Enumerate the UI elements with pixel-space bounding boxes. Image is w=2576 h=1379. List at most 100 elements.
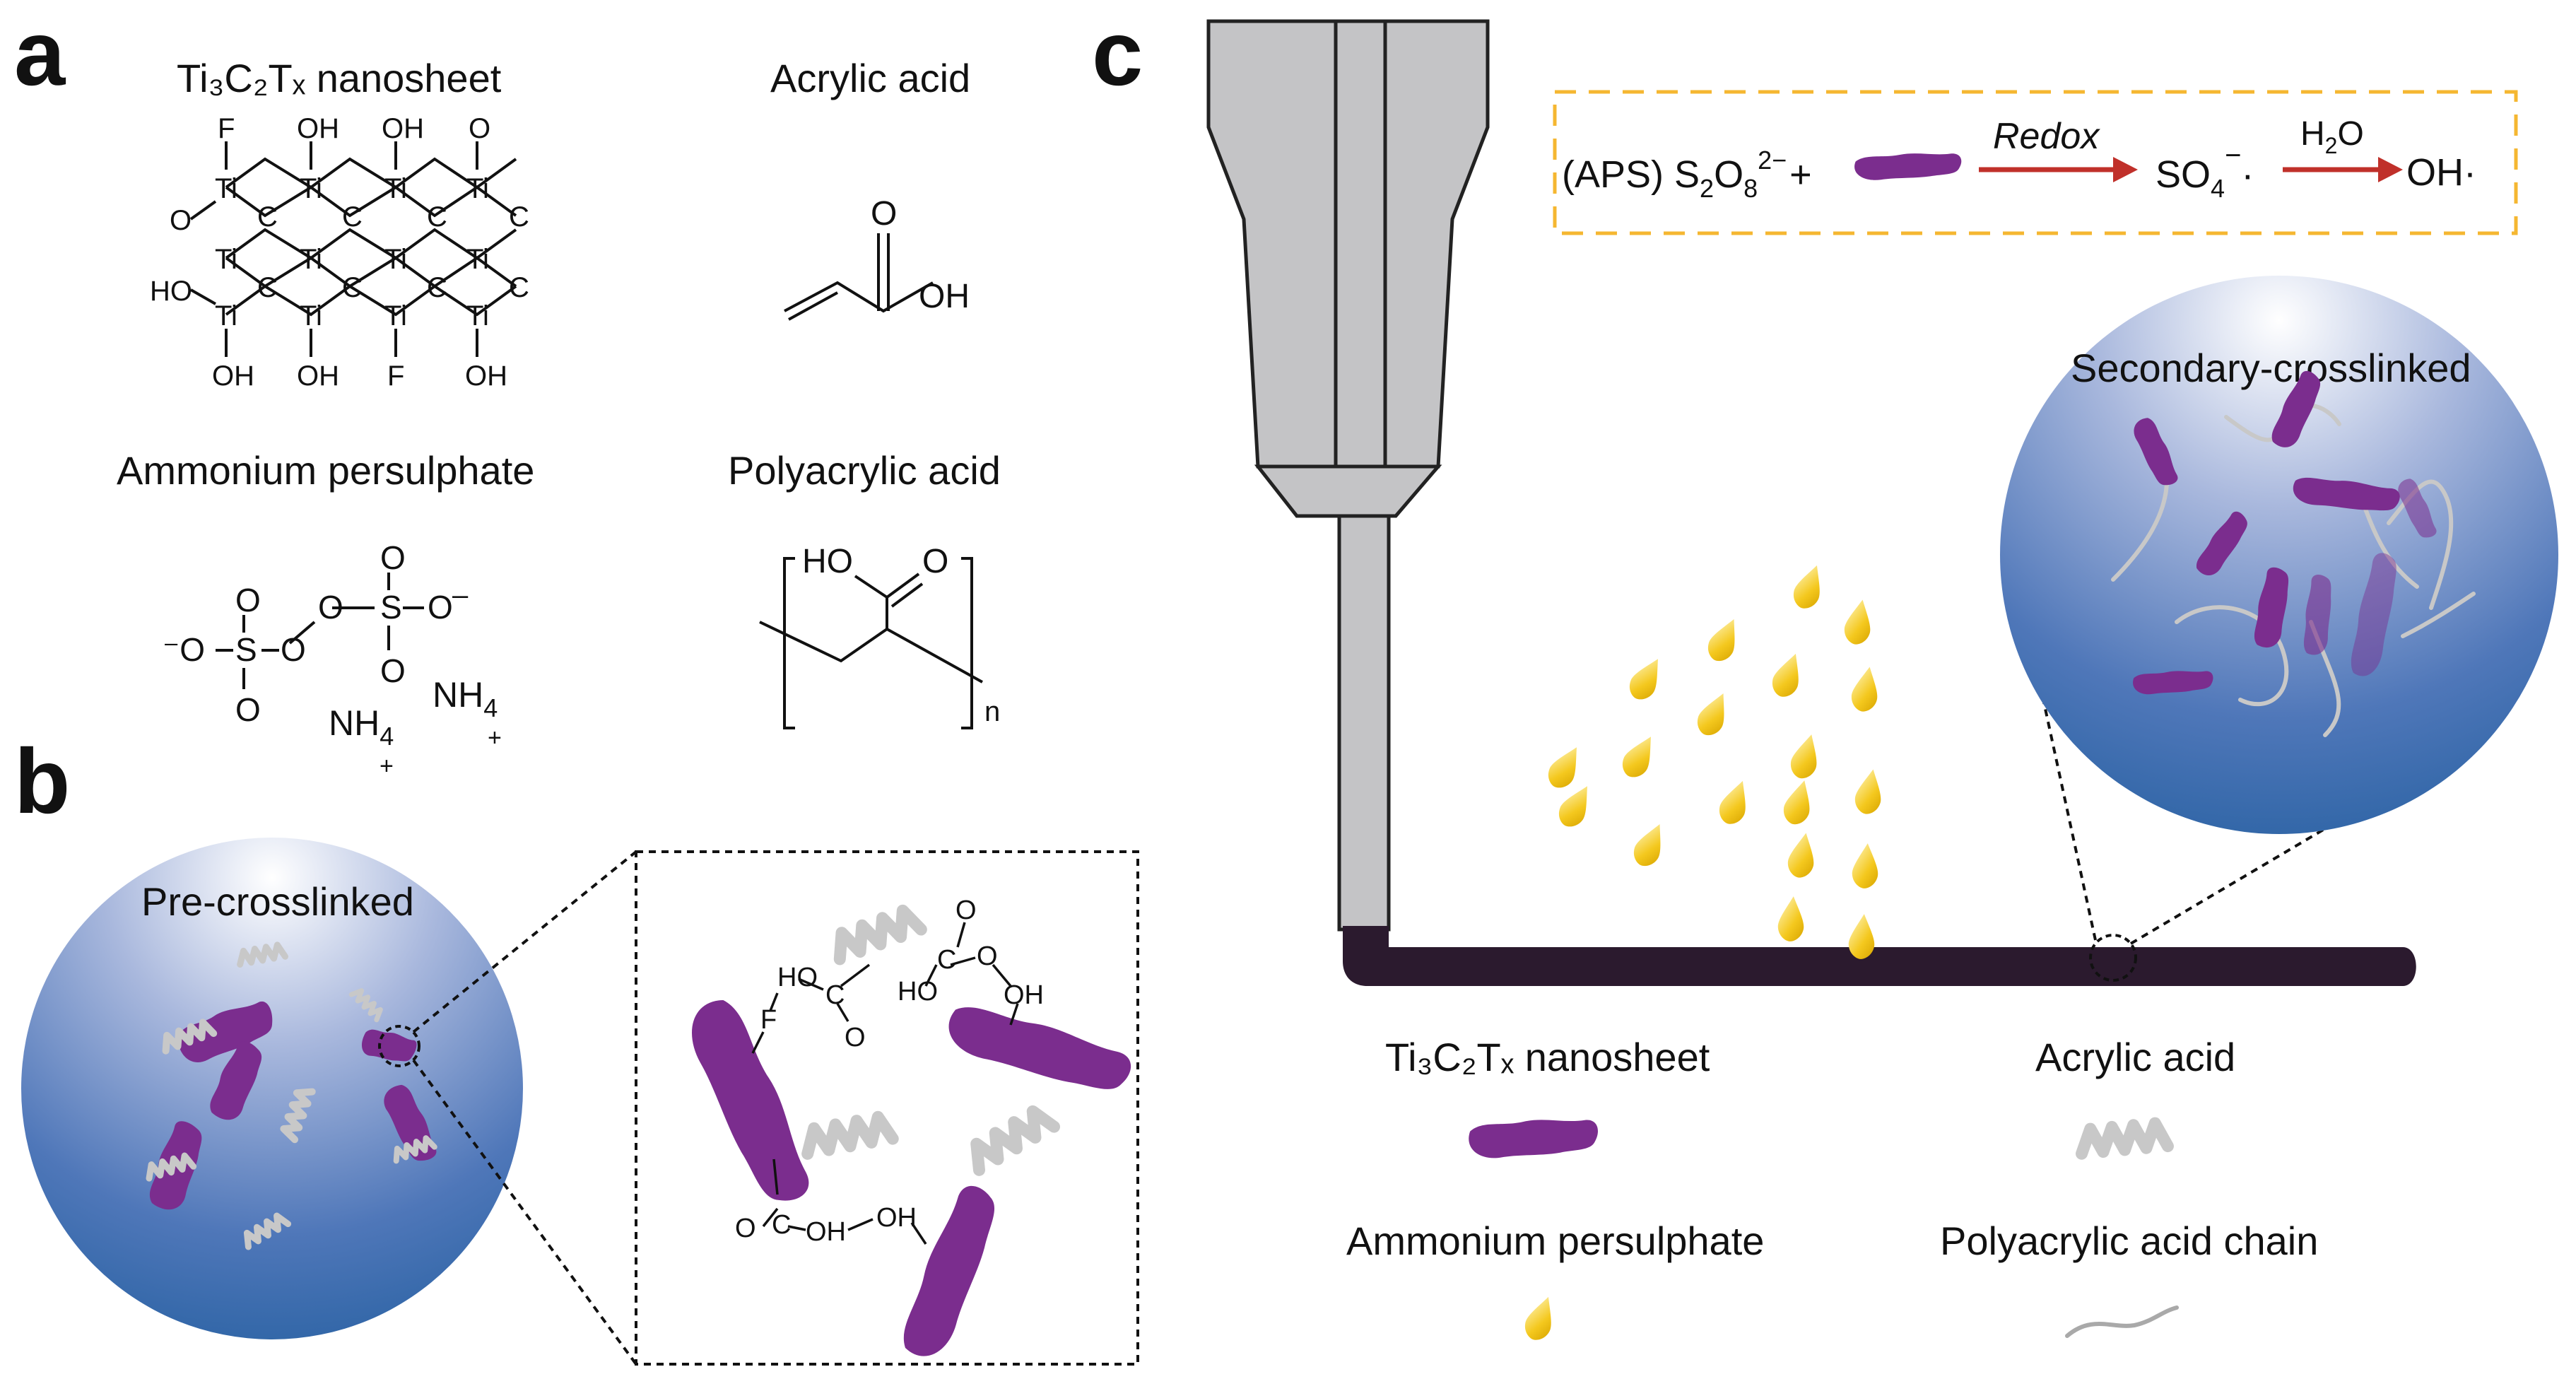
bond-ho-1: HO xyxy=(777,963,818,992)
aps-o-bridge-1: O xyxy=(281,631,306,668)
legend: Ti₃C₂Tₓ nanosheet Acrylic acid Ammonium … xyxy=(1346,1035,2318,1344)
aps-o-right-charge: – xyxy=(452,580,469,611)
aps-o-bot-right: O xyxy=(380,652,406,689)
atom-oh-bot-3: OH xyxy=(465,360,507,392)
panel-label-c: c xyxy=(1092,1,1143,105)
reaction-oh: OH· xyxy=(2406,151,2476,194)
bond-o-1: O xyxy=(845,1023,866,1052)
crosslink-detail-box: F HO C O HO C O O OH O C OH OH xyxy=(635,850,1139,1366)
bond-o-3: O xyxy=(977,941,998,971)
legend-nanosheet-icon xyxy=(1469,1120,1598,1158)
aps-s-left: S xyxy=(235,631,257,668)
atom-f-top: F xyxy=(218,113,235,144)
atom-o-left: O xyxy=(170,205,192,236)
pre-crosslinked-label: Pre-crosslinked xyxy=(141,879,414,924)
atom-f-bot: F xyxy=(387,360,404,392)
panel-label-b: b xyxy=(14,729,70,833)
atom-c-5: C xyxy=(257,272,278,303)
aps-title: Ammonium persulphate xyxy=(117,448,534,493)
aps-o-top-left: O xyxy=(235,582,261,618)
mxene-structure xyxy=(189,141,517,357)
atom-ti-4: Ti xyxy=(466,173,489,204)
aps-o-minus-left: ⁻O xyxy=(163,631,205,668)
atom-c-2: C xyxy=(342,201,363,233)
aps-nh4-1-plus: + xyxy=(380,753,394,780)
legend-acrylic-label: Acrylic acid xyxy=(2035,1035,2235,1079)
atom-o-top: O xyxy=(469,113,490,144)
atom-ti-10: Ti xyxy=(300,300,322,331)
secondary-crosslinked-label: Secondary-crosslinked xyxy=(2071,346,2471,390)
mxene-atoms: F OH OH O Ti Ti Ti Ti O C C C C Ti Ti Ti… xyxy=(150,113,529,392)
aps-nh4-1: NH4 xyxy=(329,703,394,751)
atom-c-8: C xyxy=(509,272,529,303)
atom-ti-3: Ti xyxy=(384,173,407,204)
aps-o-bridge-2: O xyxy=(318,589,343,626)
acrylic-o: O xyxy=(871,195,897,233)
atom-ti-6: Ti xyxy=(300,244,322,275)
atom-ho-left: HO xyxy=(150,276,192,307)
legend-aps-label: Ammonium persulphate xyxy=(1346,1219,1764,1263)
aps-droplets xyxy=(1543,561,1886,961)
paa-title: Polyacrylic acid xyxy=(728,448,1001,493)
atom-ti-12: Ti xyxy=(466,300,489,331)
atom-c-1: C xyxy=(257,201,278,233)
printed-fiber xyxy=(1343,926,2416,986)
bond-o-4: O xyxy=(735,1214,756,1243)
bond-f: F xyxy=(760,1005,777,1035)
paa-n: n xyxy=(984,696,1000,727)
atom-ti-8: Ti xyxy=(466,244,489,275)
legend-chain-label: Polyacrylic acid chain xyxy=(1940,1219,2318,1263)
reaction-so4: SO4−· xyxy=(2156,140,2254,203)
atom-ti-1: Ti xyxy=(215,173,237,204)
h2o-arrowhead xyxy=(2378,157,2403,182)
bond-oh-1: OH xyxy=(1004,980,1044,1010)
legend-mxene-label: Ti₃C₂Tₓ nanosheet xyxy=(1385,1035,1710,1079)
acrylic-oh: OH xyxy=(919,278,970,315)
atom-oh-bot-2: OH xyxy=(297,360,339,392)
atom-ti-11: Ti xyxy=(384,300,407,331)
secondary-crosslinked-sphere: Secondary-crosslinked xyxy=(2000,276,2558,834)
legend-chain-icon xyxy=(2065,1305,2179,1338)
paa-ho: HO xyxy=(802,543,853,580)
bond-oh-2: OH xyxy=(806,1217,846,1247)
bond-ho-2: HO xyxy=(898,977,938,1007)
reaction-box: (APS) S2O82−+ Redox SO4−· H2O OH· xyxy=(1553,90,2518,235)
legend-acrylic-icon xyxy=(2080,1122,2168,1154)
pre-crosslinked-sphere: Pre-crosslinked xyxy=(21,838,523,1339)
aps-o-top-right: O xyxy=(380,539,406,576)
bond-c-2: C xyxy=(937,945,956,975)
legend-droplet-icon xyxy=(1520,1292,1561,1344)
panel-label-a: a xyxy=(14,1,66,105)
atom-c-3: C xyxy=(427,201,447,233)
atom-ti-2: Ti xyxy=(300,173,322,204)
paa-structure: HO O n xyxy=(759,543,1000,729)
aps-nh4-2-plus: + xyxy=(488,724,502,751)
zoom-circle-b xyxy=(378,1025,420,1067)
bond-c-1: C xyxy=(825,980,845,1010)
redox-arrowhead xyxy=(2113,157,2138,182)
aps-s-right: S xyxy=(380,589,402,626)
atom-ti-9: Ti xyxy=(215,300,237,331)
atom-c-7: C xyxy=(427,272,447,303)
atom-oh-top-1: OH xyxy=(297,113,339,144)
acrylic-acid-structure: O OH xyxy=(784,195,970,321)
bond-c-3: C xyxy=(772,1210,791,1240)
atom-c-6: C xyxy=(342,272,363,303)
zoom-line-b-top xyxy=(412,850,637,1033)
atom-oh-top-2: OH xyxy=(382,113,424,144)
atom-c-4: C xyxy=(509,201,529,233)
aps-structure: ⁻O S O O O O S O O O – NH4 + NH4 + xyxy=(163,539,502,780)
aps-o-bot-left: O xyxy=(235,691,261,728)
paa-o: O xyxy=(922,543,948,580)
zoom-circle-c xyxy=(2089,934,2137,982)
printing-nozzle xyxy=(1206,19,1490,932)
atom-oh-bot-1: OH xyxy=(212,360,254,392)
aps-nh4-2: NH4 xyxy=(433,675,498,722)
atom-ti-5: Ti xyxy=(215,244,237,275)
reaction-h2o: H2O xyxy=(2300,115,2364,158)
acrylic-title: Acrylic acid xyxy=(770,56,970,100)
reaction-aps: (APS) S2O82−+ xyxy=(1562,146,1812,203)
aps-o-right: O xyxy=(428,589,453,626)
bond-oh-3: OH xyxy=(876,1203,917,1233)
